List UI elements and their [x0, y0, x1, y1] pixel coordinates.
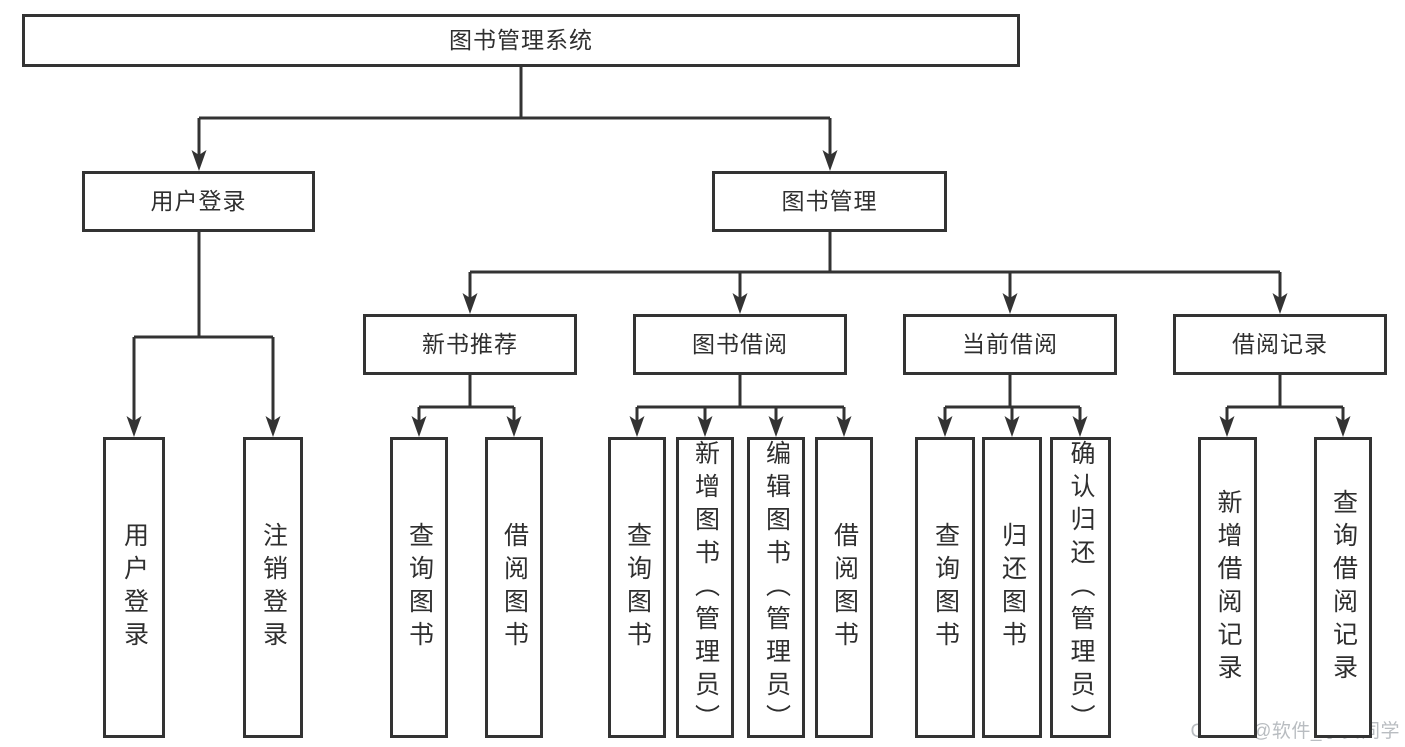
node-label: 查询图书 — [405, 521, 434, 654]
node-label: 编辑图书（管理员） — [762, 440, 791, 737]
arrowhead-down-icon — [191, 150, 207, 171]
arrowhead-down-icon — [1335, 416, 1351, 437]
arrowhead-down-icon — [506, 416, 522, 437]
leaf-query-books: 查询图书 — [608, 437, 666, 738]
arrowhead-down-icon — [836, 416, 852, 437]
node-label: 查询借阅记录 — [1329, 488, 1358, 687]
node-label: 注销登录 — [259, 521, 288, 654]
node-label: 图书管理 — [781, 187, 878, 214]
leaf-borrow-books: 借阅图书 — [485, 437, 543, 738]
leaf-edit-books-admin: 编辑图书（管理员） — [747, 437, 805, 738]
node-label: 图书管理系统 — [449, 26, 593, 53]
node-label: 用户登录 — [120, 521, 149, 654]
arrowhead-down-icon — [732, 293, 748, 314]
leaf-borrow-books: 借阅图书 — [815, 437, 873, 738]
arrowhead-down-icon — [629, 416, 645, 437]
arrowhead-down-icon — [1219, 416, 1235, 437]
leaf-logout: 注销登录 — [243, 437, 303, 738]
node-user-login: 用户登录 — [82, 171, 315, 232]
arrowhead-down-icon — [462, 293, 478, 314]
node-label: 图书借阅 — [692, 330, 788, 357]
node-new-book-recommend: 新书推荐 — [363, 314, 577, 375]
node-label: 借阅记录 — [1232, 330, 1328, 357]
node-label: 当前借阅 — [962, 330, 1058, 357]
leaf-query-borrow-record: 查询借阅记录 — [1314, 437, 1372, 738]
arrowhead-down-icon — [265, 416, 281, 437]
node-book-borrow: 图书借阅 — [633, 314, 847, 375]
arrowhead-down-icon — [1072, 416, 1088, 437]
node-label: 用户登录 — [150, 187, 247, 214]
leaf-user-login: 用户登录 — [103, 437, 165, 738]
node-label: 借阅图书 — [830, 521, 859, 654]
arrowhead-down-icon — [697, 416, 713, 437]
node-label: 查询图书 — [623, 521, 652, 654]
node-book-management: 图书管理 — [712, 171, 947, 232]
node-borrow-record: 借阅记录 — [1173, 314, 1387, 375]
node-root: 图书管理系统 — [22, 14, 1020, 67]
node-label: 确认归还（管理员） — [1067, 440, 1095, 737]
arrowhead-down-icon — [1002, 293, 1018, 314]
leaf-return-books: 归还图书 — [982, 437, 1042, 738]
arrowhead-down-icon — [1004, 416, 1020, 437]
leaf-query-books: 查询图书 — [390, 437, 448, 738]
leaf-add-borrow-record: 新增借阅记录 — [1198, 437, 1257, 738]
node-label: 归还图书 — [998, 521, 1027, 654]
node-current-borrow: 当前借阅 — [903, 314, 1117, 375]
node-label: 借阅图书 — [500, 521, 529, 654]
leaf-confirm-return-admin: 确认归还（管理员） — [1050, 437, 1111, 738]
node-label: 新增借阅记录 — [1214, 488, 1242, 687]
node-label: 新书推荐 — [422, 330, 518, 357]
leaf-add-books-admin: 新增图书（管理员） — [676, 437, 734, 738]
arrowhead-down-icon — [411, 416, 427, 437]
node-label: 新增图书（管理员） — [691, 440, 720, 737]
arrowhead-down-icon — [768, 416, 784, 437]
arrowhead-down-icon — [126, 416, 142, 437]
leaf-query-books: 查询图书 — [915, 437, 975, 738]
arrowhead-down-icon — [937, 416, 953, 437]
arrowhead-down-icon — [1272, 293, 1288, 314]
arrowhead-down-icon — [822, 150, 838, 171]
node-label: 查询图书 — [931, 521, 960, 654]
